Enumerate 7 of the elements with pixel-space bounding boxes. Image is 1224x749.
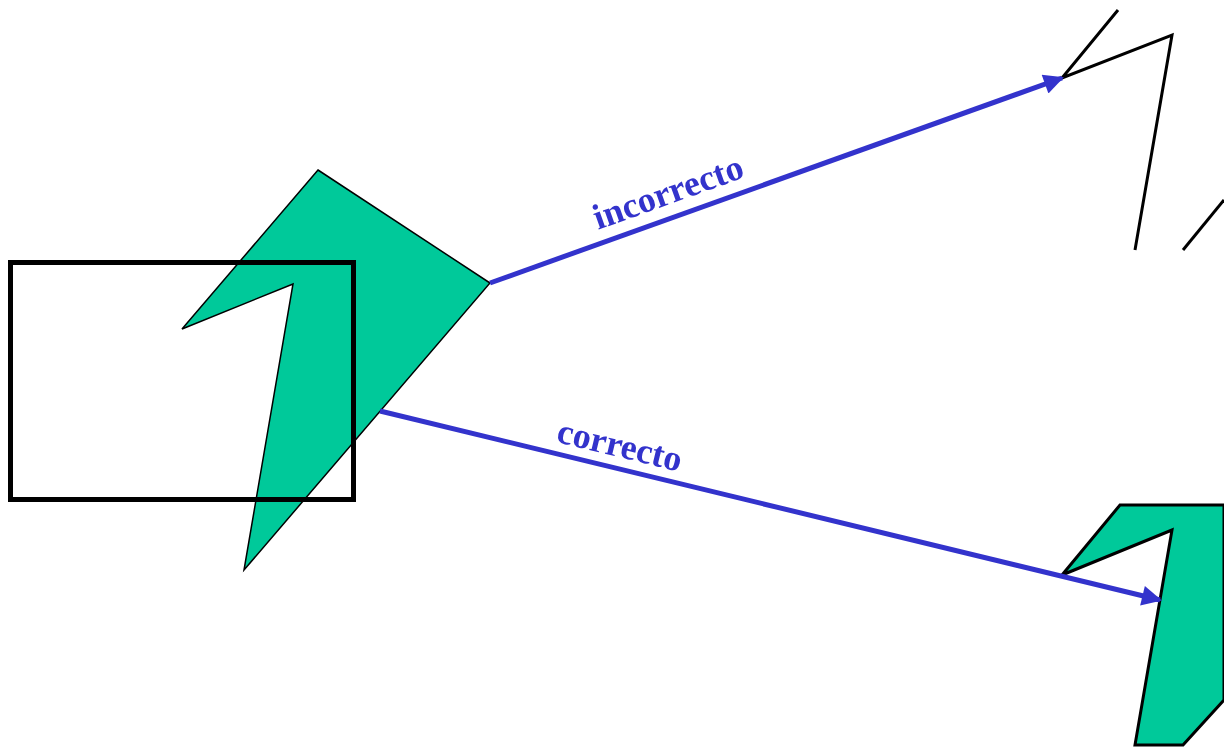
edge-label: correcto xyxy=(553,409,687,481)
arrow xyxy=(379,408,1162,606)
clipped-lines-drawing xyxy=(1060,8,1224,252)
arrow xyxy=(489,74,1064,286)
polygon-drawing xyxy=(182,170,490,570)
clip-window-rectangle xyxy=(8,260,356,502)
polygon-drawing xyxy=(1060,503,1224,747)
